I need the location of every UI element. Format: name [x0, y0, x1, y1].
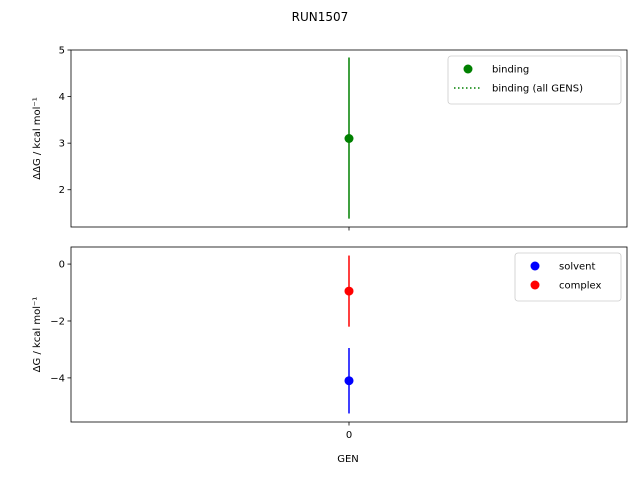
- y-tick-label: 5: [59, 46, 65, 57]
- legend-marker: [530, 280, 540, 290]
- legend-box: [447, 55, 622, 105]
- data-point: [344, 376, 354, 386]
- y-axis-label: ΔΔG / kcal mol⁻¹: [32, 97, 43, 179]
- legend-box: [514, 252, 622, 302]
- legend-label: solvent: [559, 262, 596, 273]
- y-tick-label: 0: [59, 260, 65, 271]
- y-tick-label: 2: [59, 185, 65, 196]
- chart-title: RUN1507: [292, 10, 349, 24]
- y-tick-label: 3: [59, 139, 65, 150]
- bottom-panel: 0 −2 −4 0 ΔG / kcal mol⁻¹ solvent complex: [32, 246, 628, 441]
- legend-label: binding: [492, 65, 529, 76]
- legend-marker: [530, 261, 540, 271]
- legend-marker: [463, 64, 473, 74]
- legend-label: binding (all GENS): [492, 84, 583, 95]
- x-tick-label: 0: [346, 430, 352, 441]
- x-axis-label: GEN: [337, 454, 359, 465]
- y-axis-label: ΔG / kcal mol⁻¹: [32, 297, 43, 373]
- legend-label: complex: [559, 281, 601, 292]
- y-tick-label: −4: [50, 373, 65, 384]
- data-point: [344, 286, 354, 296]
- y-tick-label: −2: [50, 316, 65, 327]
- y-tick-label: 4: [59, 92, 65, 103]
- data-point: [344, 134, 354, 143]
